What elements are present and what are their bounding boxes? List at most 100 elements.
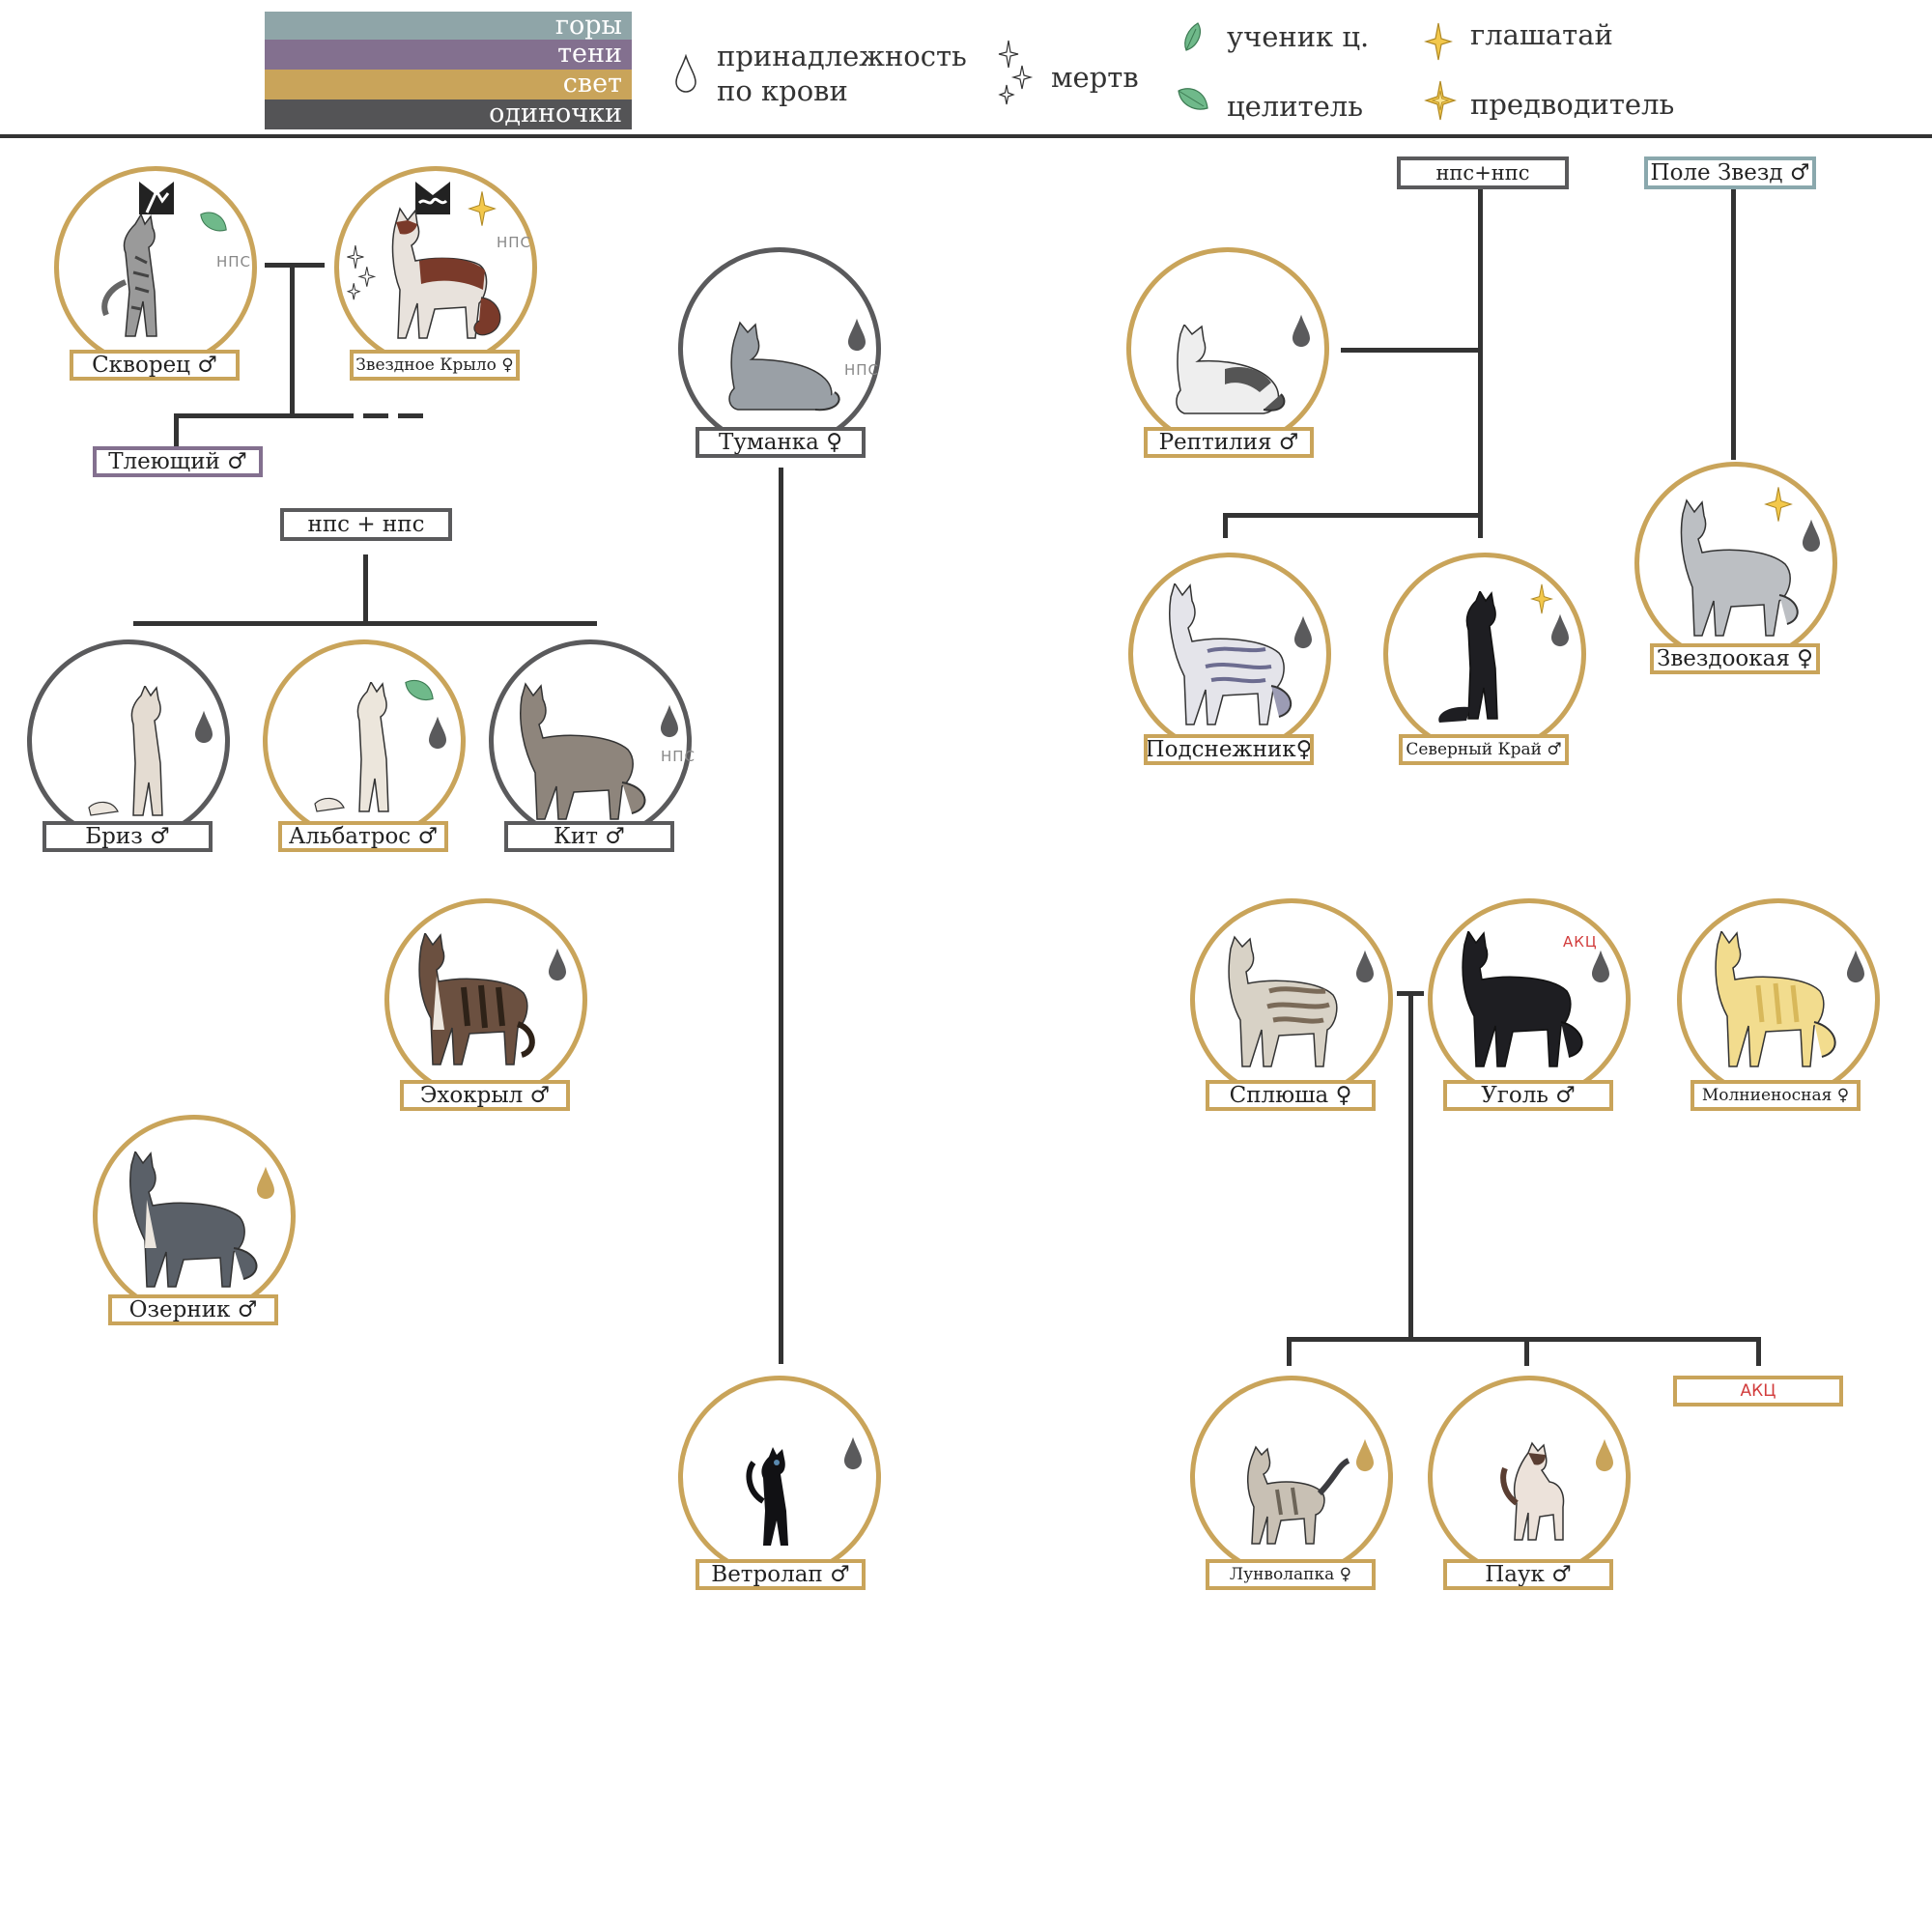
cat-portrait-frame <box>678 247 881 450</box>
blood-drop-icon <box>675 54 696 93</box>
dead-sparkle-icon <box>346 245 377 300</box>
legend-medicine-cat: целитель <box>1227 90 1363 123</box>
cat-illustration <box>1462 931 1583 1067</box>
cat-name-ugol: Уголь ♂ <box>1443 1080 1613 1111</box>
legend-shadows: тени <box>265 40 632 70</box>
tree-line <box>1756 1337 1761 1366</box>
legend-leader: предводитель <box>1470 88 1675 121</box>
mountains-clan-icon <box>139 182 174 214</box>
cat-name-vetrolap: Ветролап ♂ <box>696 1559 866 1590</box>
dead-sparkle-icon <box>998 40 1034 105</box>
cat-name-lunnolapka: Лунволапка ♀ <box>1206 1559 1376 1590</box>
legend-medicine-apprentice: ученик ц. <box>1227 20 1370 53</box>
cat-name-zvezdnoe-krylo: Звездное Крыло ♀ <box>350 350 520 381</box>
blood-drop-icon <box>257 1166 274 1200</box>
cat-illustration <box>1438 591 1498 723</box>
blood-drop-icon <box>549 948 566 981</box>
tree-line <box>290 263 295 417</box>
legend-blood-line2: по крови <box>717 74 848 107</box>
blood-drop-icon <box>1551 613 1569 647</box>
tree-line-dashed <box>363 413 388 418</box>
cat-name-severny-kray: Северный Край ♂ <box>1399 734 1569 765</box>
cat-illustration <box>1176 325 1286 414</box>
cat-illustration <box>1500 1441 1565 1541</box>
tree-line <box>1223 513 1482 518</box>
blood-drop-icon <box>844 1436 862 1470</box>
tree-line <box>1731 189 1736 460</box>
leader-star-icon <box>1424 80 1457 121</box>
legend-light: свет <box>265 70 632 99</box>
tree-line <box>1478 189 1483 516</box>
cat-name-skvorets: Скворец ♂ <box>70 350 240 381</box>
cat-illustration <box>314 682 389 812</box>
cat-illustration <box>728 321 840 412</box>
tree-line-dashed <box>328 413 354 418</box>
legend-deputy: глашатай <box>1470 18 1613 51</box>
cat-illustration <box>88 686 163 816</box>
tree-line <box>265 263 325 268</box>
blood-drop-icon <box>848 318 866 352</box>
blood-drop-icon <box>661 704 678 738</box>
deputy-star-icon <box>1424 22 1453 61</box>
leader-star-icon <box>468 191 497 226</box>
deputy-star-icon <box>1530 583 1553 614</box>
leaf-medicine-icon <box>1178 88 1208 110</box>
npc-parents-left: нпс + нпс <box>280 508 452 541</box>
cat-illustration <box>520 682 646 820</box>
cat-illustration <box>1715 931 1836 1067</box>
leaf-apprentice-icon <box>200 212 227 232</box>
npc-tag: НПС <box>661 748 696 765</box>
cat-name-pauk: Паук ♂ <box>1443 1559 1613 1590</box>
starfield-parent: Поле Звезд ♂ <box>1644 156 1816 189</box>
cat-illustration <box>746 1447 788 1546</box>
tree-line <box>174 413 328 418</box>
npc-tag: НПС <box>497 234 532 251</box>
blood-drop-icon <box>1592 950 1609 983</box>
cat-portrait-frame <box>27 639 230 842</box>
cat-name-briz: Бриз ♂ <box>43 821 213 852</box>
cat-name-reptiliya: Рептилия ♂ <box>1144 427 1314 458</box>
cat-portrait-frame <box>1677 898 1880 1101</box>
cat-illustration <box>1680 498 1799 637</box>
blood-drop-icon <box>1356 1438 1374 1472</box>
tree-line <box>174 413 179 446</box>
cat-name-splyusha: Сплюша ♀ <box>1206 1080 1376 1111</box>
leader-star-icon <box>1764 487 1793 522</box>
cat-name-albatros: Альбатрос ♂ <box>278 821 448 852</box>
blood-drop-icon <box>1596 1438 1613 1472</box>
npc-parents-right: нпс+нпс <box>1397 156 1569 189</box>
legend-mountains: горы <box>265 12 632 42</box>
cat-name-ekhokryl: Эхокрыл ♂ <box>400 1080 570 1111</box>
cat-name-kit: Кит ♂ <box>504 821 674 852</box>
tree-line-dashed <box>398 413 423 418</box>
tree-line <box>133 621 597 626</box>
leaf-medicine-icon <box>405 679 434 700</box>
tree-line <box>1287 1337 1292 1366</box>
legend-divider <box>0 134 1932 138</box>
blood-drop-icon <box>429 716 446 750</box>
tree-line <box>363 554 368 624</box>
cat-illustration <box>1247 1445 1350 1545</box>
cat-name-tleyushchiy: Тлеющий ♂ <box>93 446 263 477</box>
legend-loners: одиночки <box>265 99 632 129</box>
cat-illustration <box>391 207 501 339</box>
tree-line <box>1478 513 1483 538</box>
cat-name-podsnezhnik: Подснежник♀ <box>1144 734 1314 765</box>
mountains-clan-icon <box>415 182 450 214</box>
tree-line <box>1223 513 1228 538</box>
blood-drop-icon <box>1803 519 1820 553</box>
cat-name-zvezdookaya: Звездоокая ♀ <box>1650 643 1820 674</box>
cat-illustration <box>418 933 535 1065</box>
tree-line <box>1524 1337 1529 1366</box>
cat-name-tumanka: Туманка ♀ <box>696 427 866 458</box>
akc-tag: АКЦ <box>1563 933 1598 951</box>
cat-illustration <box>1169 583 1293 725</box>
blood-drop-icon <box>1293 314 1310 348</box>
npc-tag: НПС <box>844 361 880 379</box>
cat-name-placeholder: АКЦ <box>1673 1376 1843 1406</box>
legend-dead: мертв <box>1051 61 1139 94</box>
cat-name-ozernik: Озерник ♂ <box>108 1294 278 1325</box>
blood-drop-icon <box>1356 950 1374 983</box>
blood-drop-icon <box>1294 615 1312 649</box>
cat-illustration <box>101 214 157 337</box>
